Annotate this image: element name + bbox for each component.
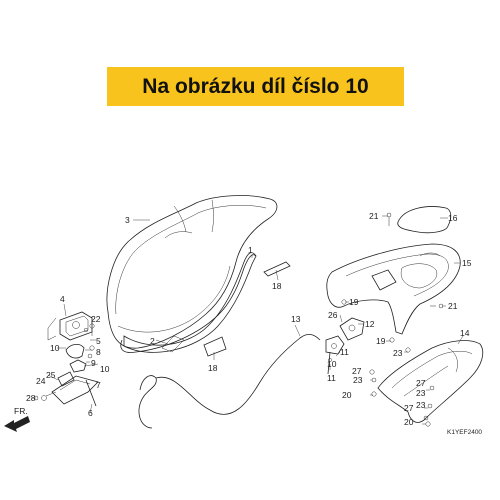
- callout-10-left: 10: [50, 343, 60, 353]
- diagram-code: K1YEF2400: [447, 429, 482, 436]
- callout-6: 6: [88, 408, 93, 418]
- callout-23-c: 23: [416, 388, 426, 398]
- seat-cable: [120, 254, 257, 353]
- callout-19-lower: 19: [376, 336, 386, 346]
- callout-1: 1: [248, 245, 253, 255]
- callout-9: 9: [91, 358, 96, 368]
- strip-upper: [263, 261, 291, 277]
- callout-20-b: 20: [404, 417, 414, 427]
- callout-15: 14: [460, 328, 470, 338]
- banner-title: Na obrázku díl číslo 10: [142, 74, 369, 98]
- rubber-pad: [397, 206, 452, 234]
- rear-cover: [377, 340, 484, 423]
- callout-27-a: 27: [352, 366, 362, 376]
- callout-18-upper: 18: [272, 281, 282, 291]
- callout-24: 24: [36, 376, 46, 386]
- grab-rail: [326, 243, 461, 335]
- callout-16: 15: [462, 258, 472, 268]
- callout-4: 4: [60, 294, 65, 304]
- callout-23-b: 23: [353, 375, 363, 385]
- leader-lines: [32, 215, 464, 425]
- strip-lower: [203, 336, 227, 357]
- callout-23-a: 23: [393, 348, 403, 358]
- callout-5: 5: [96, 336, 101, 346]
- callout-21-right: 21: [448, 301, 458, 311]
- callout-23-d: 23: [416, 400, 426, 410]
- front-label: FR.: [14, 406, 28, 416]
- callout-3: 3: [125, 215, 130, 225]
- callout-28: 28: [26, 393, 36, 403]
- callout-20-a: 20: [342, 390, 352, 400]
- front-direction-indicator: FR.: [4, 406, 30, 432]
- callout-27-b: 27: [416, 378, 426, 388]
- callout-17: 16: [448, 213, 458, 223]
- callout-27-c: 27: [404, 403, 414, 413]
- callout-8: 8: [96, 347, 101, 357]
- callout-labels: 3 1 2 18 18 4 22 5 10 8 9 10 25 24 7 28 …: [26, 211, 472, 427]
- callout-10-right: 10: [100, 364, 110, 374]
- callout-10-center: 10: [327, 359, 337, 369]
- callout-12: 11: [340, 347, 349, 357]
- callout-18-lower: 18: [208, 363, 218, 373]
- seat-drawing: [106, 195, 278, 353]
- callout-7: 7: [96, 380, 101, 390]
- release-cable: [138, 334, 321, 429]
- callout-26: 26: [328, 310, 338, 320]
- callout-13: 12: [365, 319, 375, 329]
- callout-22: 22: [91, 314, 101, 324]
- callout-19-upper: 19: [349, 297, 359, 307]
- callout-2: 2: [150, 336, 155, 346]
- callout-11: 11: [327, 373, 336, 383]
- latch-assembly: [325, 317, 365, 375]
- part-number-banner: Na obrázku díl číslo 10: [107, 67, 404, 106]
- callout-21-top: 21: [369, 211, 379, 221]
- callout-14: 13: [291, 314, 301, 324]
- seat-lock-assembly: [41, 311, 99, 407]
- callout-25: 25: [46, 370, 56, 380]
